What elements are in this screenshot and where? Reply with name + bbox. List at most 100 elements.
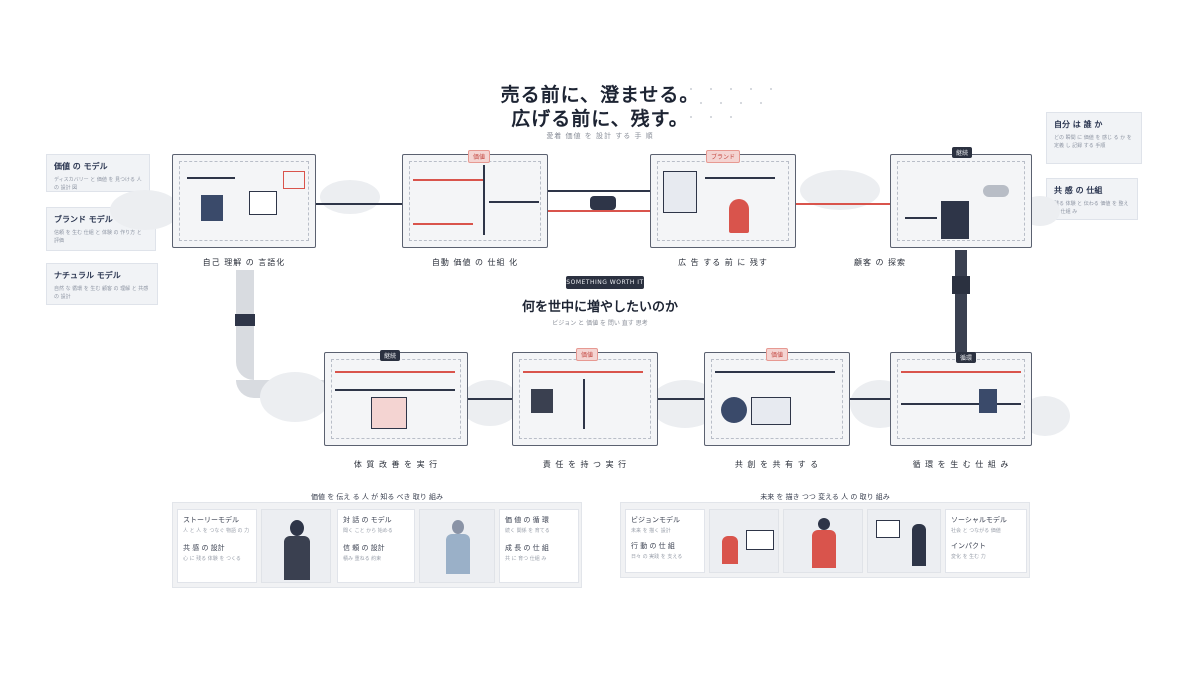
strip-right-title: 未来 を 描き つつ 変える 人 の 取り 組み bbox=[760, 493, 890, 501]
cloud-decoration bbox=[320, 180, 380, 214]
vr-headset-icon bbox=[590, 196, 616, 210]
tag-brand: ブランド bbox=[706, 150, 741, 163]
tablet-icon bbox=[941, 201, 969, 239]
strip-card-title: ソーシャルモデル bbox=[951, 516, 1007, 524]
red-flow-line bbox=[335, 371, 455, 373]
flow-line bbox=[715, 371, 835, 373]
strip-card: ストーリーモデル 人 と 人 を つなぐ 物語 の 力 共 感 の 設計 心 に… bbox=[177, 509, 257, 583]
strip-card-body: 心 に 残る 体験 を つくる bbox=[183, 556, 241, 562]
left-card-body: 信頼 を 生む 仕組 と 体験 の 作り方 と 評価 bbox=[54, 230, 142, 244]
chart-icon bbox=[283, 171, 305, 189]
tag-cycle: 循環 bbox=[956, 352, 977, 363]
red-flow-line bbox=[901, 371, 1021, 373]
strip-card: ビジョンモデル 未来 を 描く 設計 行 動 の 仕 組 日々 の 実践 を 支… bbox=[625, 509, 705, 573]
building-icon bbox=[201, 195, 223, 221]
main-title-line1: 売る前に、澄ませる。 bbox=[500, 84, 700, 106]
building-icon bbox=[979, 389, 997, 413]
step-caption-7: 共 創 を 共 有 す る bbox=[734, 460, 820, 469]
presenter-illustration bbox=[867, 509, 941, 573]
vertical-connector-label bbox=[952, 276, 970, 294]
strip-left: ストーリーモデル 人 と 人 を つなぐ 物語 の 力 共 感 の 設計 心 に… bbox=[172, 502, 582, 588]
cloud-decoration bbox=[110, 190, 180, 230]
cloud-decoration bbox=[260, 372, 330, 422]
left-card-title: ブランド モデル bbox=[54, 215, 113, 224]
main-subtitle: 愛着 価値 を 設計 する 手 順 bbox=[546, 132, 654, 140]
flow-line bbox=[705, 177, 775, 179]
globe-icon bbox=[721, 397, 747, 423]
right-card-1: 自分 は 誰 か どの 瞬間 に 価値 を 感じ る か を 定義 し 記録 す… bbox=[1046, 112, 1142, 164]
monitor-icon bbox=[249, 191, 277, 215]
strip-card-title: 行 動 の 仕 組 bbox=[631, 542, 675, 550]
strip-right: ビジョンモデル 未来 を 描く 設計 行 動 の 仕 組 日々 の 実践 を 支… bbox=[620, 502, 1030, 578]
step-caption-3: 広 告 する 前 に 残す bbox=[678, 258, 768, 267]
strip-card-body: 社会 と つながる 価値 bbox=[951, 528, 1001, 534]
process-panel-5 bbox=[324, 352, 468, 446]
mid-title: 何を世中に増やしたいのか bbox=[521, 300, 678, 315]
step-caption-6: 責 任 を 持 つ 実 行 bbox=[542, 460, 628, 469]
connector-arrow bbox=[850, 398, 890, 400]
strip-card-title: 共 感 の 設計 bbox=[183, 544, 225, 552]
left-card-body: ディスカバリー と 価値 を 見つける 人 の 設計 図 bbox=[54, 177, 142, 191]
screen-icon bbox=[371, 397, 407, 429]
portrait-frame-icon bbox=[663, 171, 697, 213]
person-illustration bbox=[419, 509, 495, 583]
left-card-body: 自然 な 循環 を 生む 顧客 の 理解 と 共感 の 設計 bbox=[54, 286, 149, 300]
left-card-3: ナチュラル モデル 自然 な 循環 を 生む 顧客 の 理解 と 共感 の 設計 bbox=[46, 263, 158, 305]
right-card-2: 共 感 の 仕組 残る 体験 と 伝わる 価値 を 整える 仕組 み bbox=[1046, 178, 1138, 220]
team-illustration bbox=[783, 509, 863, 573]
mid-badge: SOMETHING WORTH IT bbox=[566, 276, 644, 289]
connector-arrow bbox=[468, 398, 512, 400]
connector-arrow bbox=[548, 210, 650, 212]
connector-arrow bbox=[796, 203, 890, 205]
process-panel-3 bbox=[650, 154, 796, 248]
strip-card-title: 価 値 の 循 環 bbox=[505, 516, 549, 524]
main-title-line2: 広げる前に、残す。 bbox=[511, 108, 689, 130]
strip-card-title: インパクト bbox=[951, 542, 986, 550]
strip-card-title: 対 話 の モデル bbox=[343, 516, 392, 524]
strip-card: 価 値 の 循 環 続く 関係 を 育てる 成 長 の 仕 組 共 に 育つ 仕… bbox=[499, 509, 579, 583]
strip-card-body: 変化 を 生む 力 bbox=[951, 554, 986, 560]
office-illustration bbox=[709, 509, 779, 573]
right-card-body: 残る 体験 と 伝わる 価値 を 整える 仕組 み bbox=[1054, 201, 1129, 215]
red-flow-line bbox=[523, 371, 643, 373]
process-panel-7 bbox=[704, 352, 850, 446]
strip-left-title: 価値 を 伝え る 人 が 知る べき 取り 組み bbox=[310, 493, 444, 501]
step-caption-4: 顧客 の 探索 bbox=[853, 258, 907, 267]
left-card-title: ナチュラル モデル bbox=[54, 271, 121, 280]
process-panel-8 bbox=[890, 352, 1032, 446]
strip-card-title: 成 長 の 仕 組 bbox=[505, 544, 549, 552]
tag-value: 価値 bbox=[766, 348, 789, 361]
arrow-icon bbox=[187, 177, 235, 179]
person-portrait-icon bbox=[531, 389, 553, 413]
step-caption-2: 自動 価値 の 仕組 化 bbox=[431, 258, 519, 267]
process-panel-4 bbox=[890, 154, 1032, 248]
left-card-1: 価値 の モデル ディスカバリー と 価値 を 見つける 人 の 設計 図 bbox=[46, 154, 150, 192]
strip-card-body: 続く 関係 を 育てる bbox=[505, 528, 550, 534]
divider-line bbox=[483, 165, 485, 235]
laptop-icon bbox=[751, 397, 791, 425]
shoe-icon bbox=[983, 185, 1009, 197]
mid-subtitle: ビジョン と 価値 を 問い 直す 思考 bbox=[552, 320, 648, 327]
connector-arrow bbox=[316, 203, 402, 205]
step-caption-1: 自己 理解 の 言語化 bbox=[202, 258, 286, 267]
strip-card-title: 信 頼 の 設計 bbox=[343, 544, 385, 552]
flow-line bbox=[489, 201, 539, 203]
tag-continuity: 継続 bbox=[380, 350, 401, 361]
process-panel-2 bbox=[402, 154, 548, 248]
strip-card: 対 話 の モデル 聞く こと から 始める 信 頼 の 設計 積み 重ねる 約… bbox=[337, 509, 415, 583]
flow-line bbox=[901, 403, 1021, 405]
strip-card-body: 共 に 育つ 仕組 み bbox=[505, 556, 547, 562]
strip-card-body: 未来 を 描く 設計 bbox=[631, 528, 671, 534]
tag-value: 価値 bbox=[576, 348, 599, 361]
cloud-decoration bbox=[460, 380, 520, 426]
divider-line bbox=[583, 379, 585, 429]
strip-card-title: ビジョンモデル bbox=[631, 516, 680, 524]
tag-continuity: 継続 bbox=[952, 147, 973, 158]
strip-card-title: ストーリーモデル bbox=[183, 516, 239, 524]
right-card-body: どの 瞬間 に 価値 を 感じ る か を 定義 し 記録 する 手順 bbox=[1054, 135, 1132, 149]
strip-card: ソーシャルモデル 社会 と つながる 価値 インパクト 変化 を 生む 力 bbox=[945, 509, 1027, 573]
process-panel-1 bbox=[172, 154, 316, 248]
red-flow-line bbox=[413, 179, 483, 181]
tag-value: 価値 bbox=[468, 150, 491, 163]
dot-pattern bbox=[680, 80, 800, 140]
